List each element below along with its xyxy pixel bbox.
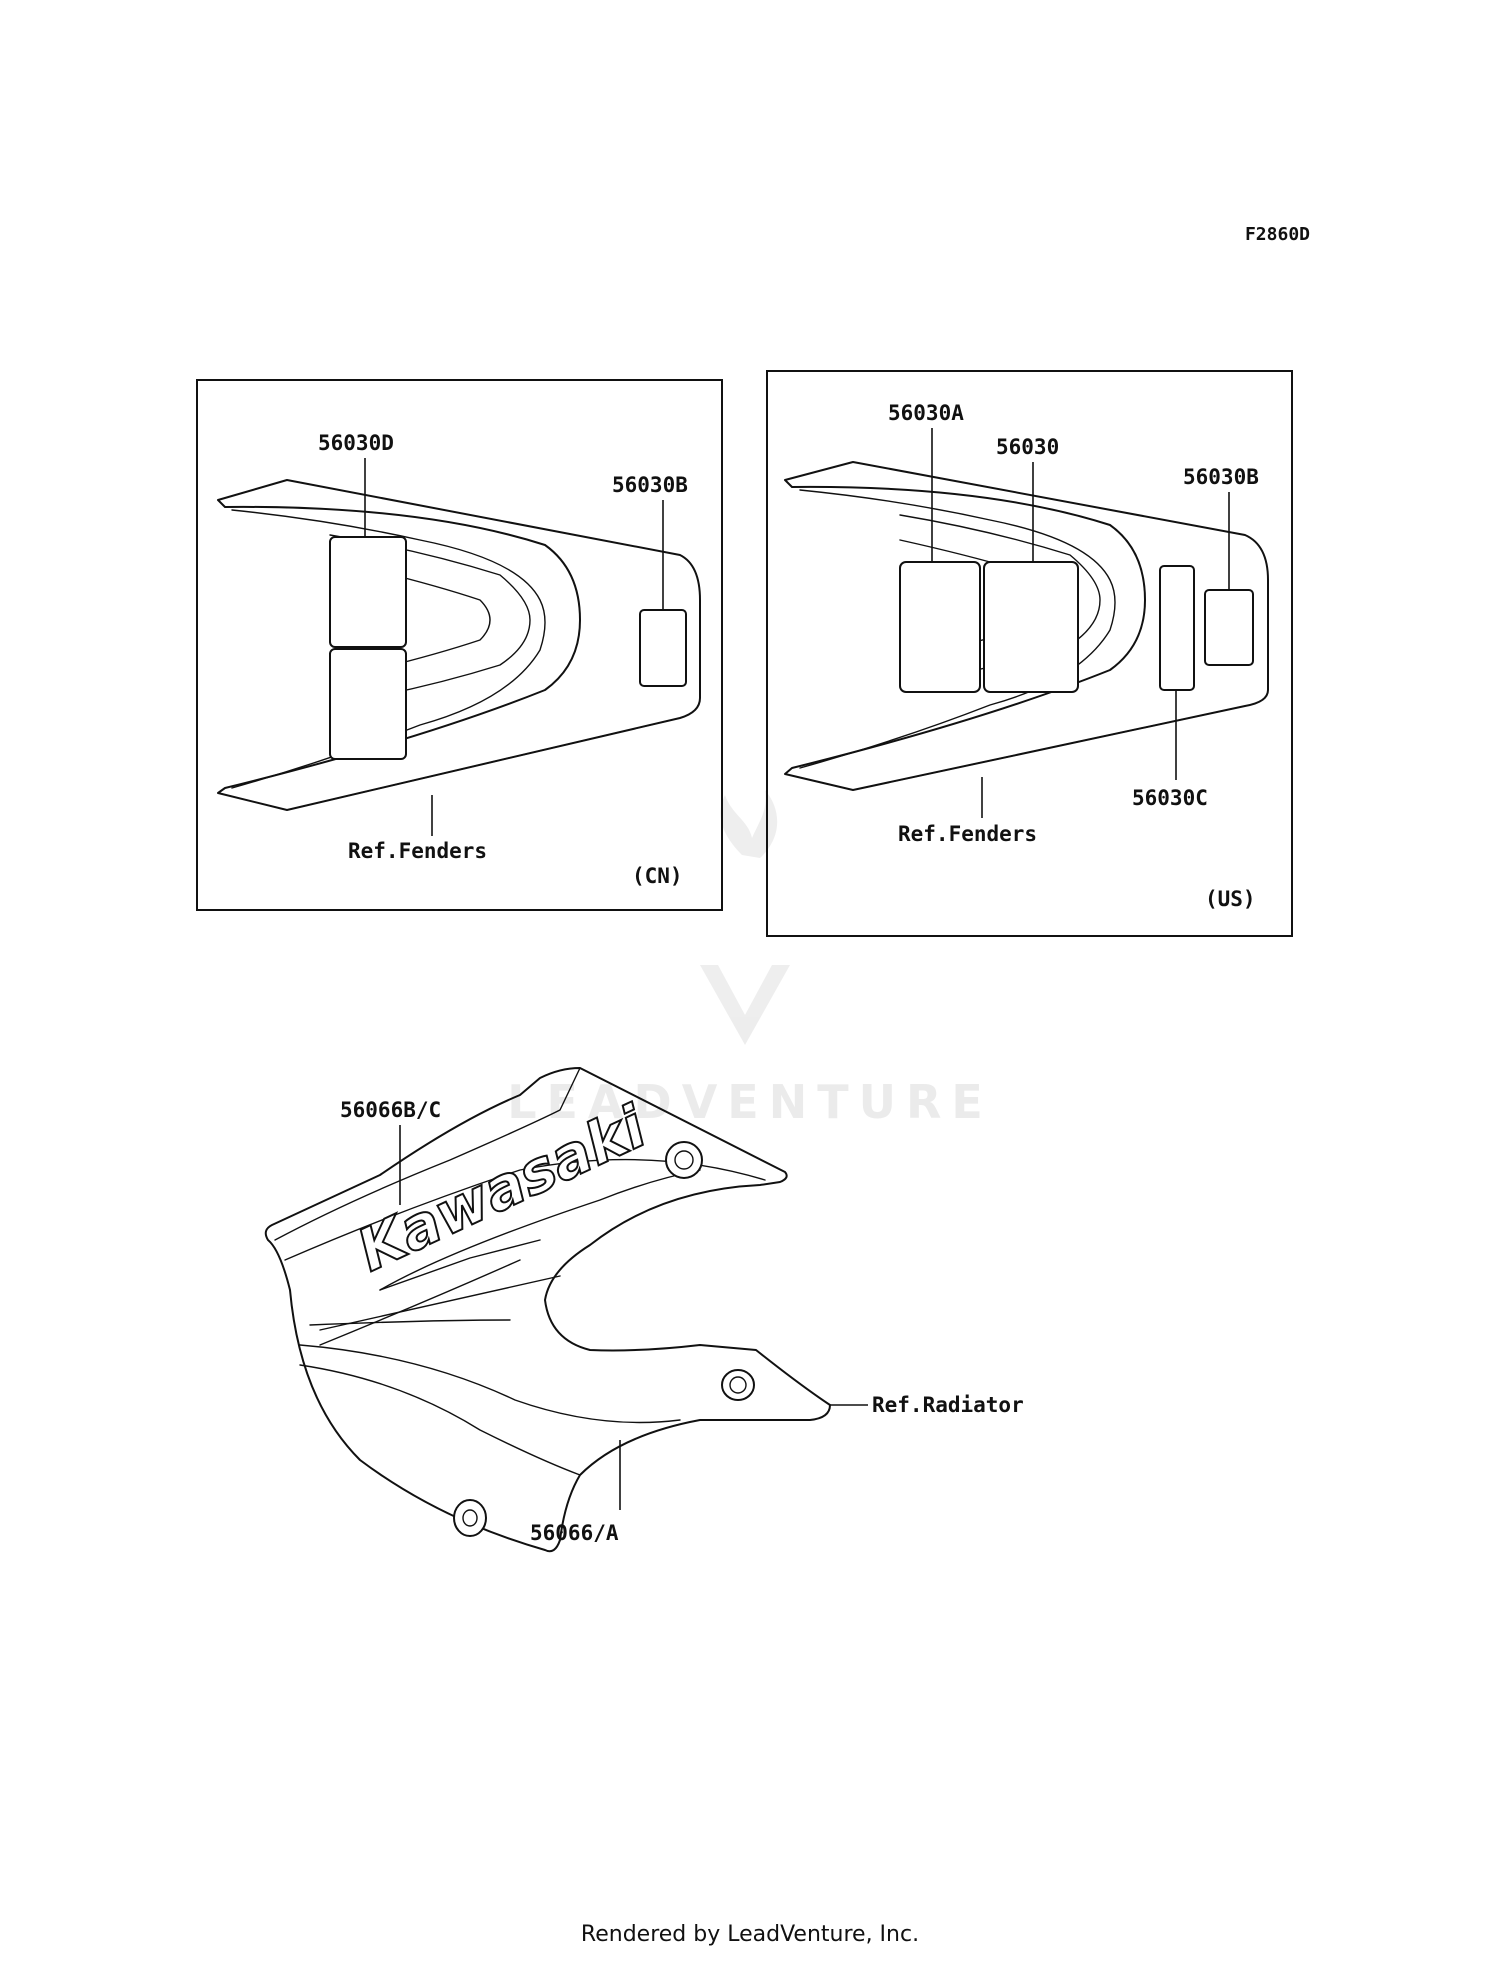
label-56030: 56030 <box>996 435 1059 459</box>
shroud-upper-bolt <box>665 1141 703 1179</box>
label-56030d: 56030D <box>318 431 394 455</box>
diagram-code: F2860D <box>1245 224 1310 245</box>
shroud-lower-bolt <box>453 1499 487 1537</box>
decal-56030 <box>983 561 1079 693</box>
radiator-shroud: Kawasaki 56066B/C 56066/A Ref.Radiator <box>264 1067 1024 1553</box>
label-ref-fenders-cn: Ref.Fenders <box>348 839 487 863</box>
label-56030a: 56030A <box>888 401 964 425</box>
label-56030b-us: 56030B <box>1183 465 1259 489</box>
decal-56030d-upper <box>329 536 407 648</box>
panel-cn-frame <box>196 379 723 911</box>
panel-cn: 56030D 56030B Ref.Fenders (CN) <box>196 379 723 911</box>
shroud-right-bolt <box>721 1369 755 1401</box>
label-region-us: (US) <box>1205 887 1256 911</box>
label-region-cn: (CN) <box>632 864 683 888</box>
fender-cn <box>217 479 701 811</box>
label-ref-radiator: Ref.Radiator <box>872 1393 1024 1417</box>
label-56030c: 56030C <box>1132 786 1208 810</box>
decal-56030b-cn <box>639 609 687 687</box>
decal-56030a <box>899 561 981 693</box>
panel-us: 56030A 56030 56030B 56030C Ref.Fenders (… <box>766 370 1293 937</box>
label-56030b-cn: 56030B <box>612 473 688 497</box>
decal-56030c <box>1159 565 1195 691</box>
watermark-text: LEADVENTURE <box>507 1075 993 1129</box>
label-56066bc: 56066B/C <box>340 1098 441 1122</box>
footer-credit: Rendered by LeadVenture, Inc. <box>580 1922 920 1947</box>
label-56066a: 56066/A <box>530 1521 619 1545</box>
decal-56030d-lower <box>329 648 407 760</box>
label-ref-fenders-us: Ref.Fenders <box>898 822 1037 846</box>
watermark-logo: LEADVENTURE <box>507 790 993 1129</box>
decal-56030b-us <box>1204 589 1254 666</box>
panel-us-frame <box>766 370 1293 937</box>
